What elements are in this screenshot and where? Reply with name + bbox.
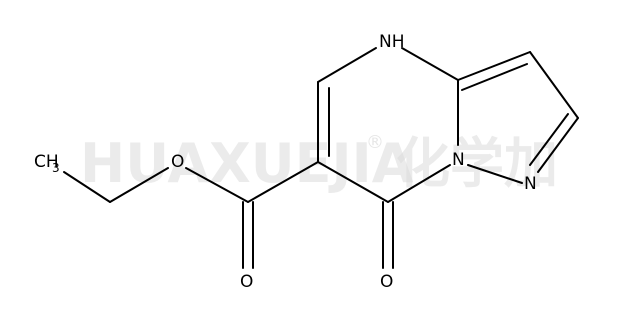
bond-cester-oester [185,167,249,203]
atom-n-pyrazole: N [524,174,537,194]
atom-nh: NH [379,32,405,52]
bond-c2-npyrazole [537,117,579,173]
atom-ch3-subscript: 3 [52,161,60,175]
bond-c5-nh [317,47,377,83]
bond-ch2-ch3 [63,171,111,203]
bond-c3a-c3 [457,51,531,81]
atom-o-carbonyl: O [240,272,253,292]
atom-ch3: CH [34,152,59,172]
atom-o-ester: O [171,152,184,172]
watermark: HUAXUEJIA ® 化学加 [80,132,558,195]
watermark-registered-mark: ® [366,132,384,153]
bonds [63,47,579,269]
bond-nh-c3a [401,47,459,81]
bond-c3-c2 [529,51,579,119]
atom-labels: NH N N O O O CH 3 [34,32,537,292]
bond-c7-c6 [317,161,389,203]
watermark-text: HUAXUEJIA [80,132,414,195]
bond-oester-ch2 [109,167,169,203]
bond-npyrazole-nbridge [467,164,523,184]
bond-nbridge-c7 [387,164,451,203]
atom-n-bridge: N [452,150,465,170]
bond-c2-npyrazole-double [529,113,569,166]
atom-o-ketone: O [380,272,393,292]
bond-c3a-c3-double [461,63,528,91]
bond-c6-cester [247,161,319,203]
